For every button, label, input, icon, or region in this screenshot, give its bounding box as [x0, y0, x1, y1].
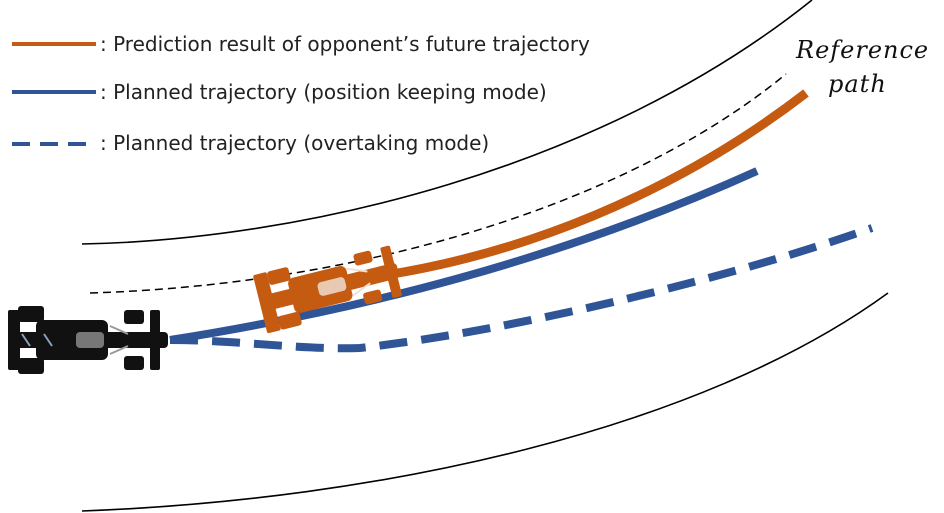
reference-path-label-line2: path [828, 70, 887, 98]
ego-car-icon [8, 306, 168, 374]
legend: : Prediction result of opponent’s future… [12, 32, 590, 155]
legend-label-position-keeping: : Planned trajectory (position keeping m… [100, 80, 547, 104]
opponent-prediction-trajectory [349, 89, 809, 285]
legend-label-prediction: : Prediction result of opponent’s future… [100, 32, 590, 56]
reference-path-line [89, 73, 787, 294]
legend-label-overtaking: : Planned trajectory (overtaking mode) [100, 131, 489, 155]
track-outer-boundary [81, 0, 813, 245]
opponent-car-icon [253, 245, 402, 334]
track-inner-boundary [81, 292, 889, 512]
overtaking-trajectory [169, 224, 874, 353]
reference-path-label-line1: Reference [795, 36, 929, 64]
position-keeping-trajectory [169, 167, 759, 344]
